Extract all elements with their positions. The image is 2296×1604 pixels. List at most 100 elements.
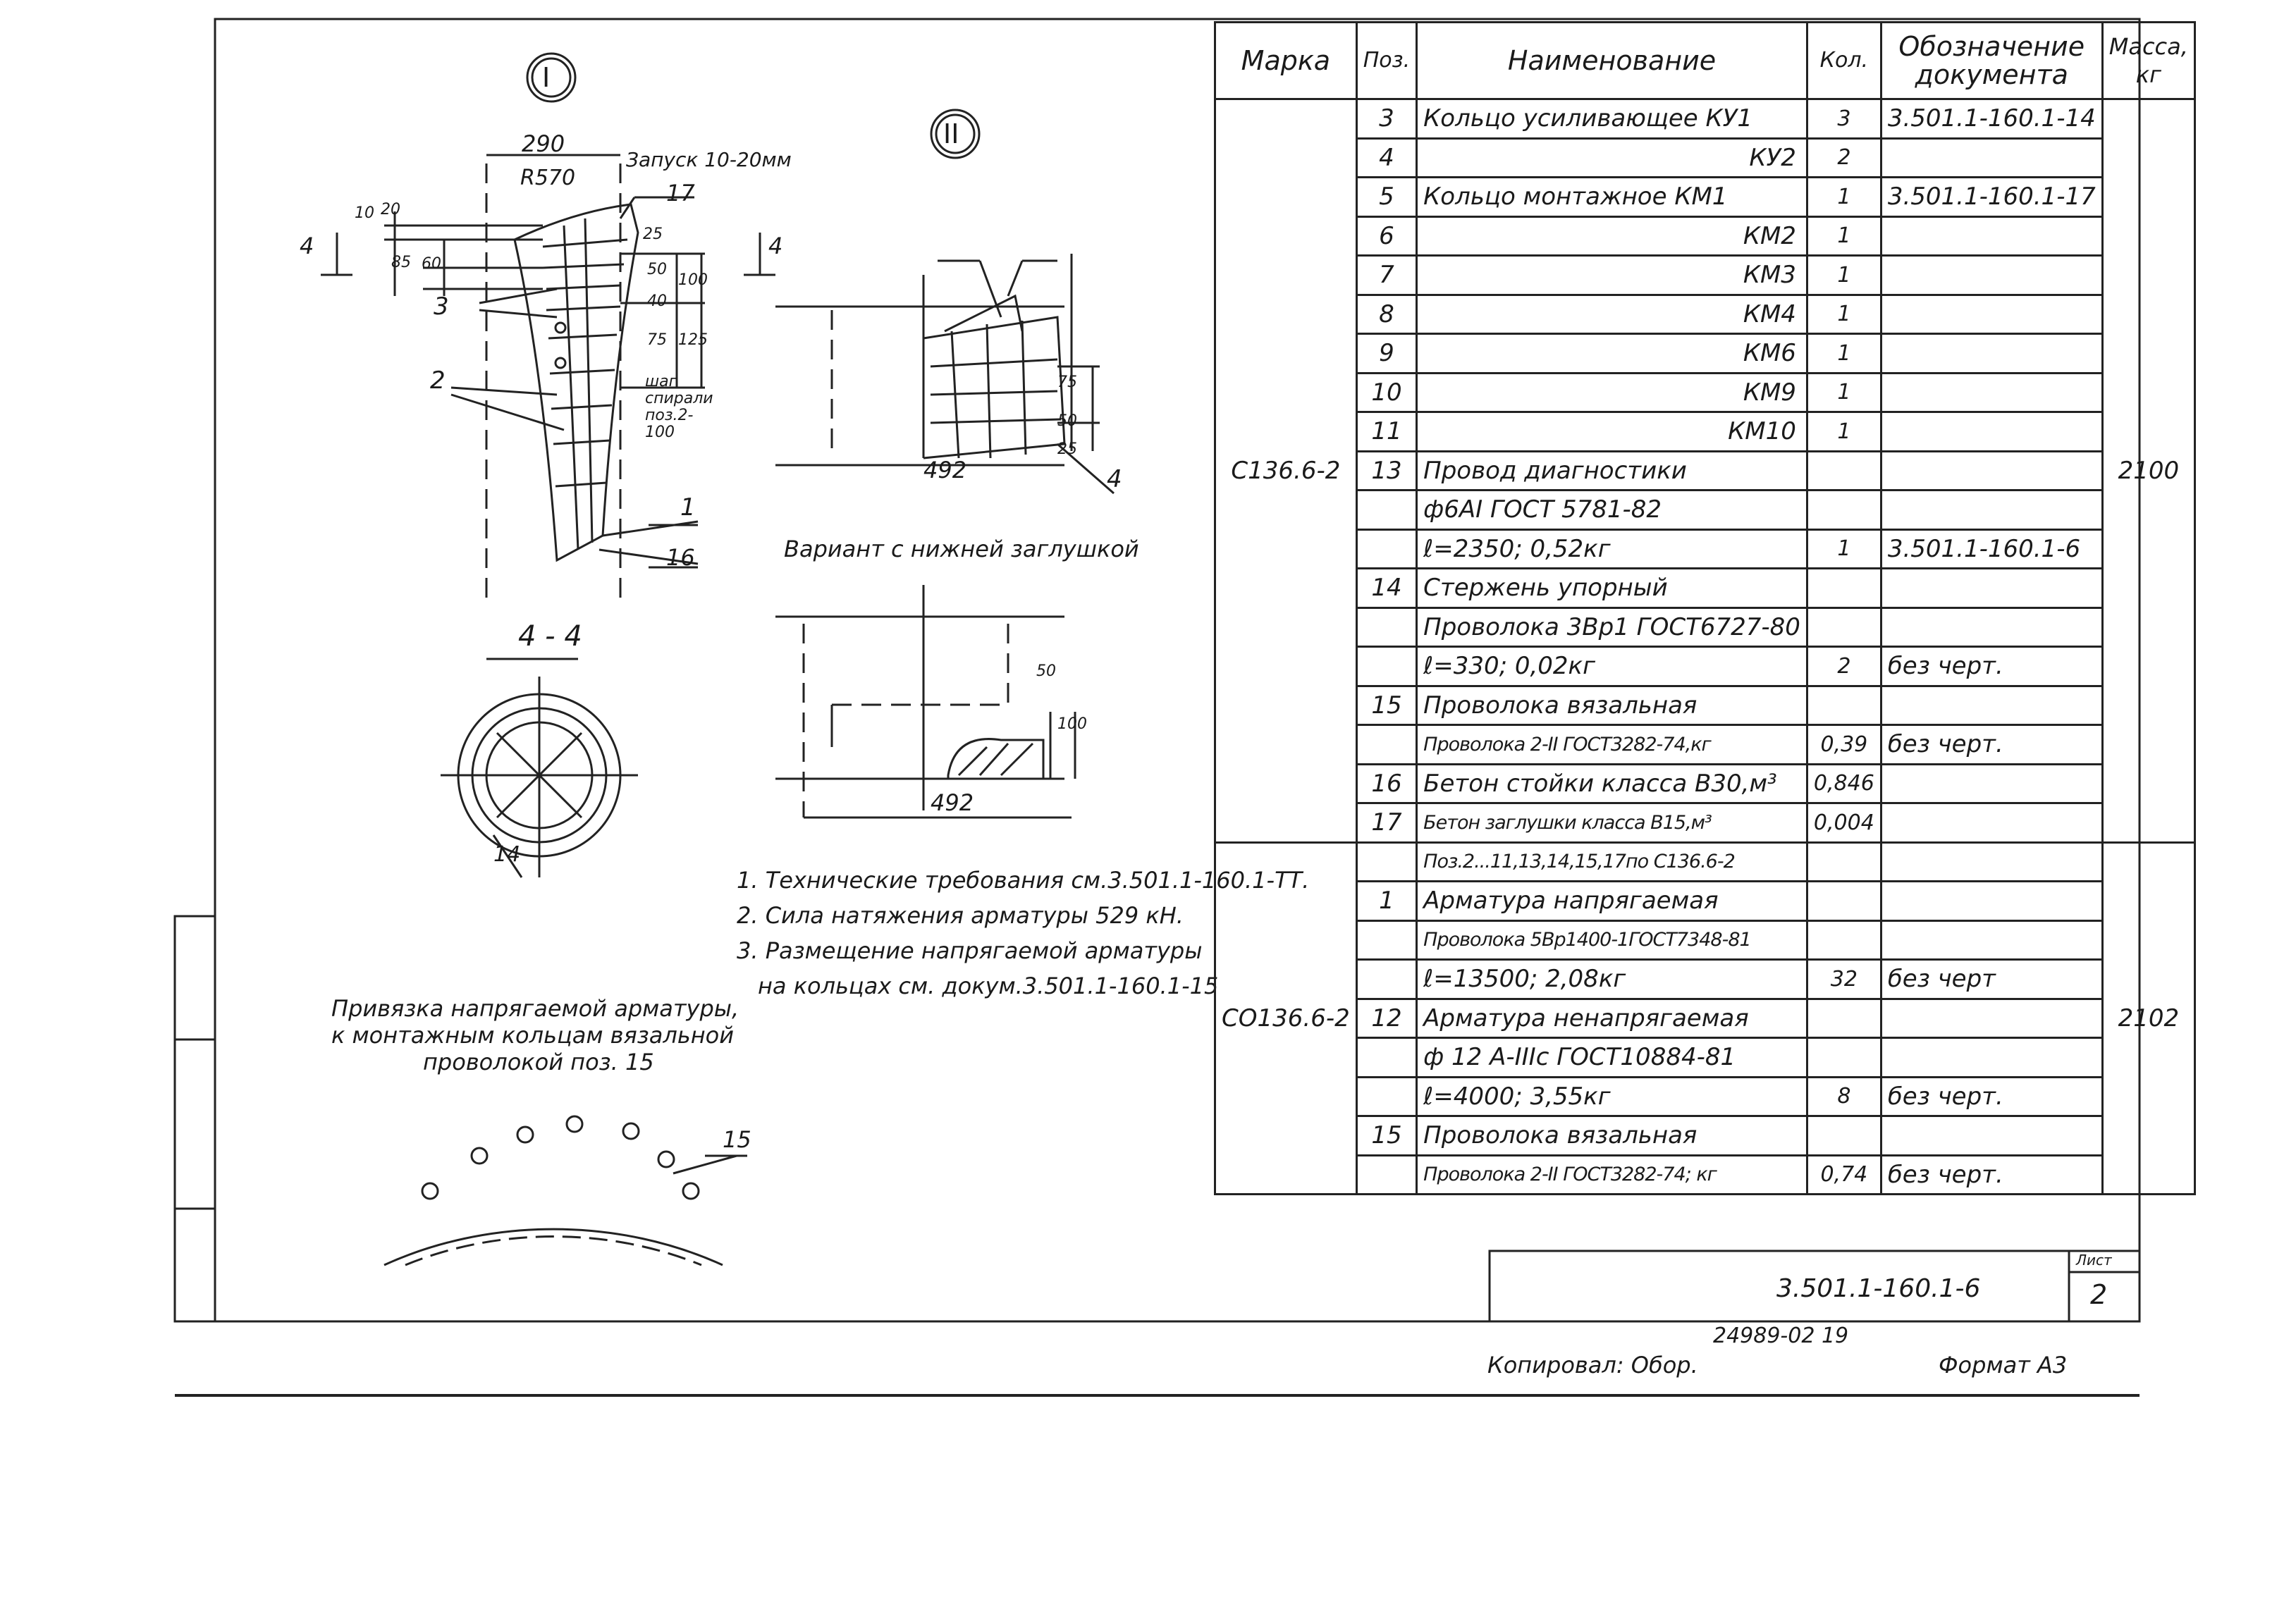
spec-doc bbox=[1879, 254, 2104, 296]
binding-title-line-3: проволокой поз. 15 bbox=[423, 1049, 654, 1075]
spec-pos bbox=[1355, 1037, 1418, 1078]
header-pos: Поз. bbox=[1355, 21, 1418, 100]
plug-variant-drawing bbox=[775, 585, 1076, 819]
spec-qty: 3 bbox=[1805, 98, 1882, 140]
spec-name: Арматура напрягаемая bbox=[1416, 880, 1808, 922]
spec-doc bbox=[1879, 567, 2104, 609]
spec-doc: 3.501.1-160.1-17 bbox=[1879, 176, 2104, 218]
spec-name: Проволока 2-II ГОСТ3282-74,кг bbox=[1416, 724, 1808, 765]
spec-doc bbox=[1879, 1115, 2104, 1156]
spec-pos: 12 bbox=[1355, 997, 1418, 1039]
spec-doc: без черт. bbox=[1879, 1154, 2104, 1195]
view2-dim-25: 25 bbox=[1057, 440, 1077, 458]
copied-by: Копировал: Обор. bbox=[1487, 1352, 1698, 1378]
plug-dim-50: 50 bbox=[1036, 662, 1056, 680]
header-mark: Марка bbox=[1214, 21, 1358, 100]
spec-doc: 3.501.1-160.1-14 bbox=[1879, 98, 2104, 140]
view-2-label: II bbox=[943, 118, 959, 149]
header-mass: Масса, кг bbox=[2101, 21, 2196, 100]
spec-doc bbox=[1879, 684, 2104, 726]
view-1-drawing bbox=[321, 52, 775, 599]
header-doc: Обозначение документа bbox=[1879, 21, 2104, 100]
spec-name: Поз.2...11,13,14,15,17по С136.6-2 bbox=[1416, 841, 1808, 882]
section-4-4-drawing bbox=[441, 658, 638, 878]
spec-qty: 2 bbox=[1805, 137, 1882, 178]
spec-name: Арматура ненапрягаемая bbox=[1416, 997, 1808, 1039]
spec-doc bbox=[1879, 763, 2104, 804]
spec-row: Проволока 3Вр1 ГОСТ6727-80 bbox=[1215, 606, 2195, 648]
note-3-cont: на кольцах см. докум.3.501.1-160.1-15 bbox=[758, 973, 1219, 999]
spec-mass: 2100 bbox=[2101, 98, 2196, 844]
section-4-4-label: 4 - 4 bbox=[518, 620, 582, 653]
spec-name: Кольцо монтажное КМ1 bbox=[1416, 176, 1808, 218]
spec-pos bbox=[1355, 919, 1418, 961]
view2-dim-75: 75 bbox=[1057, 374, 1077, 391]
spec-doc: без черт. bbox=[1879, 1075, 2104, 1117]
spec-pos: 6 bbox=[1355, 215, 1418, 257]
view-1-label: I bbox=[542, 62, 551, 93]
spec-name: КМ9 bbox=[1416, 371, 1808, 413]
dim-290: 290 bbox=[522, 130, 565, 157]
note-2: 2. Сила натяжения арматуры 529 кН. bbox=[737, 902, 1184, 929]
spec-pos: 16 bbox=[1355, 763, 1418, 804]
dim-r570: R570 bbox=[520, 166, 576, 190]
spec-pos bbox=[1355, 958, 1418, 1000]
pos-15-label: 15 bbox=[723, 1126, 751, 1153]
sheet-number: 2 bbox=[2090, 1279, 2108, 1310]
pos-2-label: 2 bbox=[430, 366, 446, 395]
section-arrow-left: 4 bbox=[300, 233, 314, 259]
format-label: Формат А3 bbox=[1939, 1352, 2068, 1378]
spec-qty: 1 bbox=[1805, 254, 1882, 296]
spec-pos: 9 bbox=[1355, 333, 1418, 374]
spec-doc bbox=[1879, 880, 2104, 922]
dim-125: 125 bbox=[678, 331, 708, 349]
dim-20: 20 bbox=[381, 201, 400, 218]
spec-doc bbox=[1879, 606, 2104, 648]
spec-name: Бетон стойки класса В30,м³ bbox=[1416, 763, 1808, 804]
section-arrow-right: 4 bbox=[768, 233, 783, 259]
spec-qty: 2 bbox=[1805, 646, 1882, 687]
spec-pos bbox=[1355, 1154, 1418, 1195]
spec-doc bbox=[1879, 137, 2104, 178]
header-qty: Кол. bbox=[1805, 21, 1882, 100]
dim-492-top: 492 bbox=[923, 457, 967, 483]
spec-doc: без черт bbox=[1879, 958, 2104, 1000]
spec-pos: 10 bbox=[1355, 371, 1418, 413]
view2-dim-50: 50 bbox=[1057, 412, 1077, 430]
dim-492-bottom: 492 bbox=[931, 789, 974, 816]
spec-pos bbox=[1355, 724, 1418, 765]
spec-pos: 1 bbox=[1355, 880, 1418, 922]
spec-mark: С136.6-2 bbox=[1214, 98, 1358, 844]
spec-pos: 8 bbox=[1355, 293, 1418, 335]
spec-pos bbox=[1355, 646, 1418, 687]
spec-doc: без черт. bbox=[1879, 646, 2104, 687]
dim-100: 100 bbox=[678, 271, 708, 289]
spec-qty: 8 bbox=[1805, 1075, 1882, 1117]
spec-qty bbox=[1805, 880, 1882, 922]
spec-qty: 1 bbox=[1805, 528, 1882, 569]
spec-qty bbox=[1805, 919, 1882, 961]
spec-doc bbox=[1879, 919, 2104, 961]
spec-qty bbox=[1805, 567, 1882, 609]
spec-name: ℓ=2350; 0,52кг bbox=[1416, 528, 1808, 569]
view-2-drawing bbox=[775, 109, 1115, 495]
binding-arc-drawing bbox=[383, 1115, 747, 1266]
spec-qty: 0,004 bbox=[1805, 802, 1882, 844]
inventory-number: 24989-02 19 bbox=[1713, 1324, 1849, 1348]
